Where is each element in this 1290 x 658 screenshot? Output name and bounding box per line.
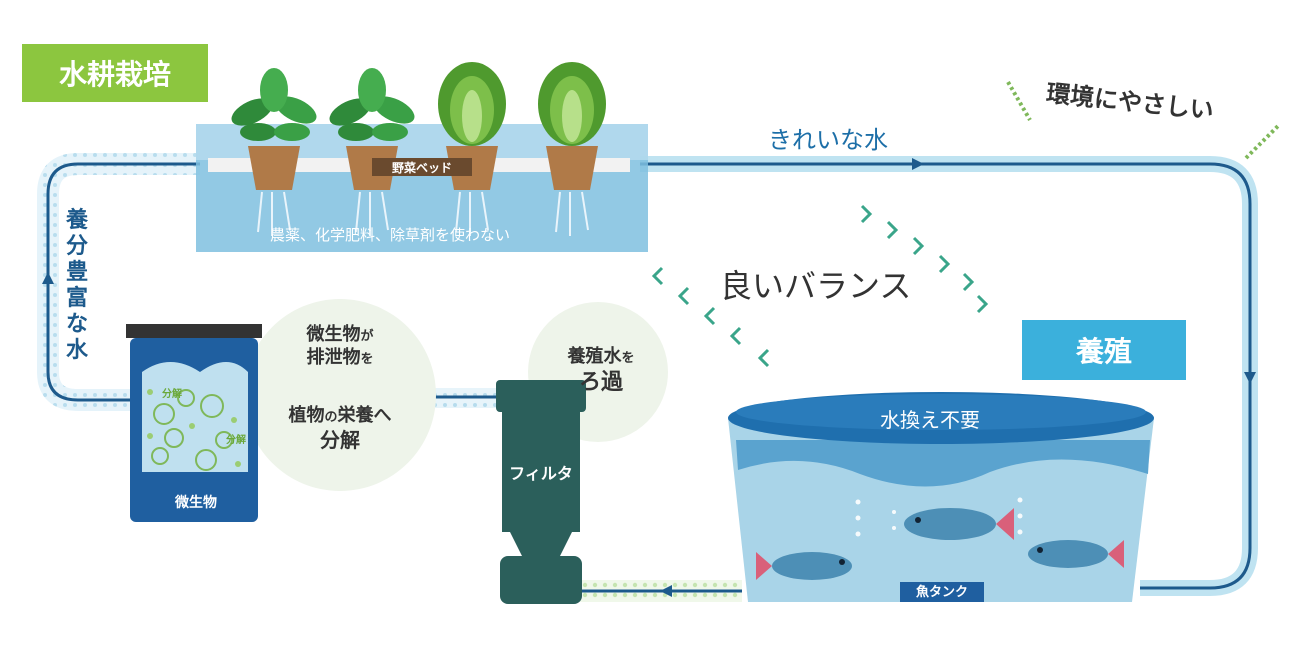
nutrient-water-char: 富 (65, 285, 88, 311)
nutrient-water-char: 養 (65, 208, 88, 233)
balance-label: 良いバランス (720, 267, 912, 305)
nutrient-water-label: 養分豊富な水 (62, 208, 92, 364)
plant-lettuce-1 (438, 62, 506, 236)
microbe-bubble (244, 299, 436, 491)
microbe-line3b: 栄養へ (337, 405, 392, 426)
fish-1 (756, 552, 852, 580)
eco-hatch-marks (1006, 80, 1280, 160)
balance-chevrons-left (651, 266, 770, 368)
nutrient-water-char: 水 (65, 337, 88, 363)
fish-3 (1028, 540, 1124, 568)
fish-tank-label: 魚タンク (900, 582, 984, 602)
filter-label: フィルタ (509, 464, 573, 483)
fish-tank-note: 水換え不要 (880, 408, 980, 432)
clean-water-label: きれいな水 (768, 126, 888, 154)
filter-unit (496, 380, 586, 604)
microbe-bubble-text: 微生物が 排泄物を 植物の栄養へ 分解 (270, 324, 410, 453)
microbe-label: 微生物 (175, 495, 217, 511)
filter-line2: ろ過 (578, 369, 623, 395)
microbe-line1-particle: が (360, 329, 374, 344)
vegetable-bed-label: 野菜ベッド (372, 158, 472, 176)
microbe-line1: 微生物 (306, 324, 361, 345)
microbe-line3: 植物 (288, 405, 325, 426)
plant-basil-1 (231, 68, 317, 236)
filter-bubble-text: 養殖水を ろ過 (546, 346, 656, 396)
pipe-left-loop (37, 153, 200, 411)
pipe-tank-to-filter (578, 580, 742, 602)
fish-2 (904, 508, 1014, 540)
filter-line1: 養殖水 (567, 346, 622, 367)
plant-lettuce-2 (538, 62, 606, 236)
arrow-left-icon (660, 585, 672, 597)
arrow-up-icon (42, 272, 54, 284)
microbe-line2: 排泄物 (306, 346, 361, 368)
microbe-line3-particle: の (324, 410, 338, 425)
decompose-tag-2: 分解 (226, 435, 246, 446)
nutrient-water-char: 豊 (65, 259, 88, 285)
vegetable-bed-note: 農薬、化学肥料、除草剤を使わない (270, 226, 511, 244)
nutrient-water-char: な (65, 311, 88, 337)
nutrient-water-char: 分 (65, 233, 88, 259)
air-bubbles (855, 497, 1023, 537)
arrow-down-icon (1244, 372, 1256, 384)
arrow-right-icon (912, 158, 924, 170)
aquaculture-tag: 養殖 (1022, 320, 1186, 380)
microbe-line4: 分解 (320, 427, 360, 452)
hydroponics-tag: 水耕栽培 (22, 44, 208, 102)
microbe-container (126, 324, 262, 522)
microbe-line2-particle: を (360, 351, 374, 367)
pipe-right-loop (640, 156, 1258, 596)
filter-line1-particle: を (621, 351, 635, 366)
decompose-tag-1: 分解 (162, 389, 182, 400)
balance-chevrons-right (860, 204, 989, 314)
